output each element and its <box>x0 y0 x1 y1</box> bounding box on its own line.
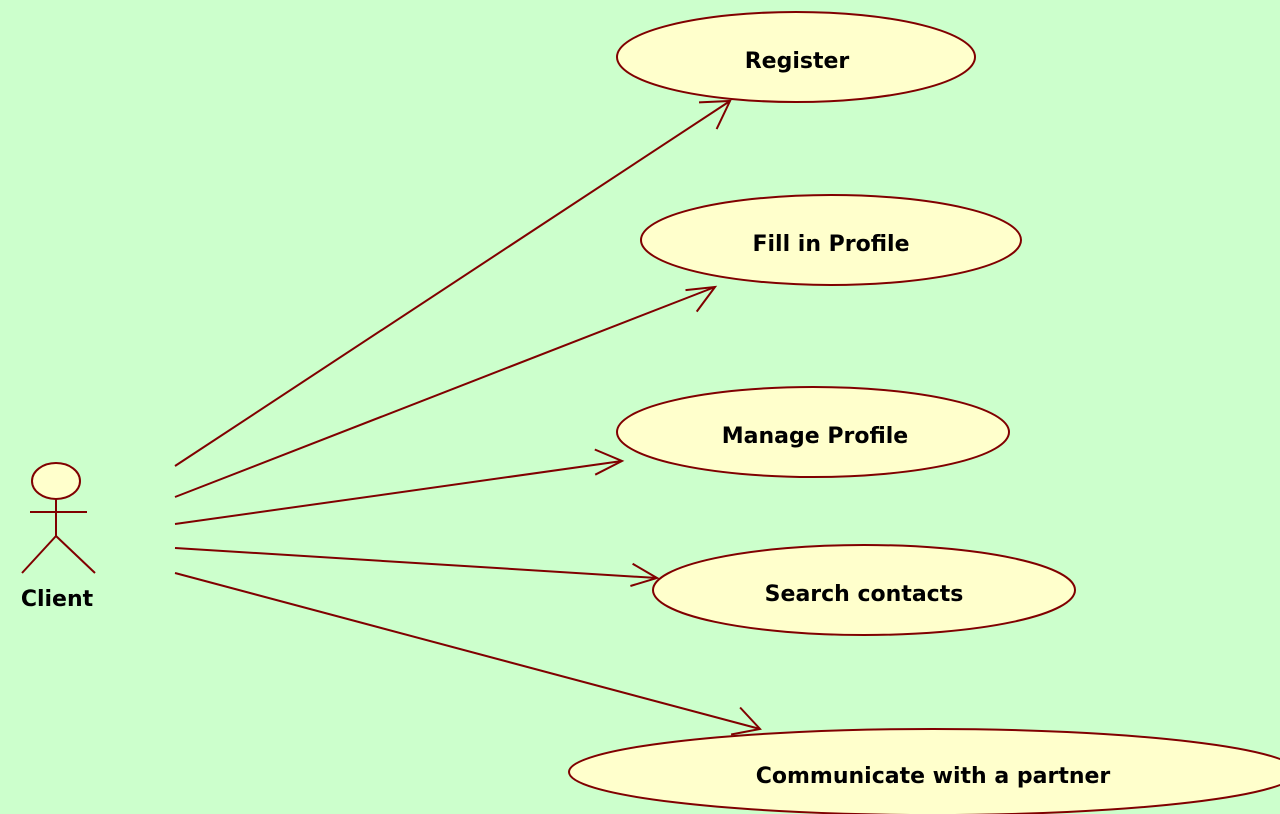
association-line <box>174 100 731 467</box>
association-line <box>174 460 623 525</box>
use-case-ellipse <box>640 194 1022 286</box>
use-case-ellipse <box>568 728 1280 814</box>
use-case-label: Manage Profile <box>722 424 908 449</box>
use-case-ellipse <box>616 11 976 103</box>
actor-left-leg <box>21 535 57 574</box>
use-case-ellipse <box>616 386 1010 478</box>
use-case-search-contacts[interactable]: Search contacts <box>652 544 1076 636</box>
association-client-fill-in-profile <box>174 285 718 498</box>
use-case-label: Register <box>745 49 850 74</box>
use-case-register[interactable]: Register <box>616 11 976 103</box>
association-client-search-contacts <box>174 547 660 587</box>
use-case-label: Search contacts <box>765 582 964 607</box>
arrow-head <box>698 99 732 130</box>
use-case-manage-profile[interactable]: Manage Profile <box>616 386 1010 478</box>
association-line <box>174 286 716 498</box>
use-case-communicate-with-a-partner[interactable]: Communicate with a partner <box>568 728 1280 814</box>
arrow-head <box>594 448 625 476</box>
arrow-head <box>730 706 762 736</box>
association-line <box>174 572 761 730</box>
association-client-communicate <box>174 572 762 736</box>
actor-right-leg <box>55 535 96 574</box>
use-case-fill-in-profile[interactable]: Fill in Profile <box>640 194 1022 286</box>
association-client-manage-profile <box>174 448 625 525</box>
association-client-register <box>174 99 732 467</box>
use-case-label: Communicate with a partner <box>756 764 1111 789</box>
arrow-head <box>685 285 718 313</box>
actor-head <box>31 462 81 500</box>
arrow-head <box>630 562 660 587</box>
actor-client[interactable]: Client <box>21 462 96 612</box>
use-case-label: Fill in Profile <box>752 232 909 257</box>
use-case-ellipse <box>652 544 1076 636</box>
association-line <box>174 547 658 579</box>
stick-figure-icon <box>21 462 96 574</box>
associations <box>174 99 762 736</box>
actor-label: Client <box>21 587 94 612</box>
